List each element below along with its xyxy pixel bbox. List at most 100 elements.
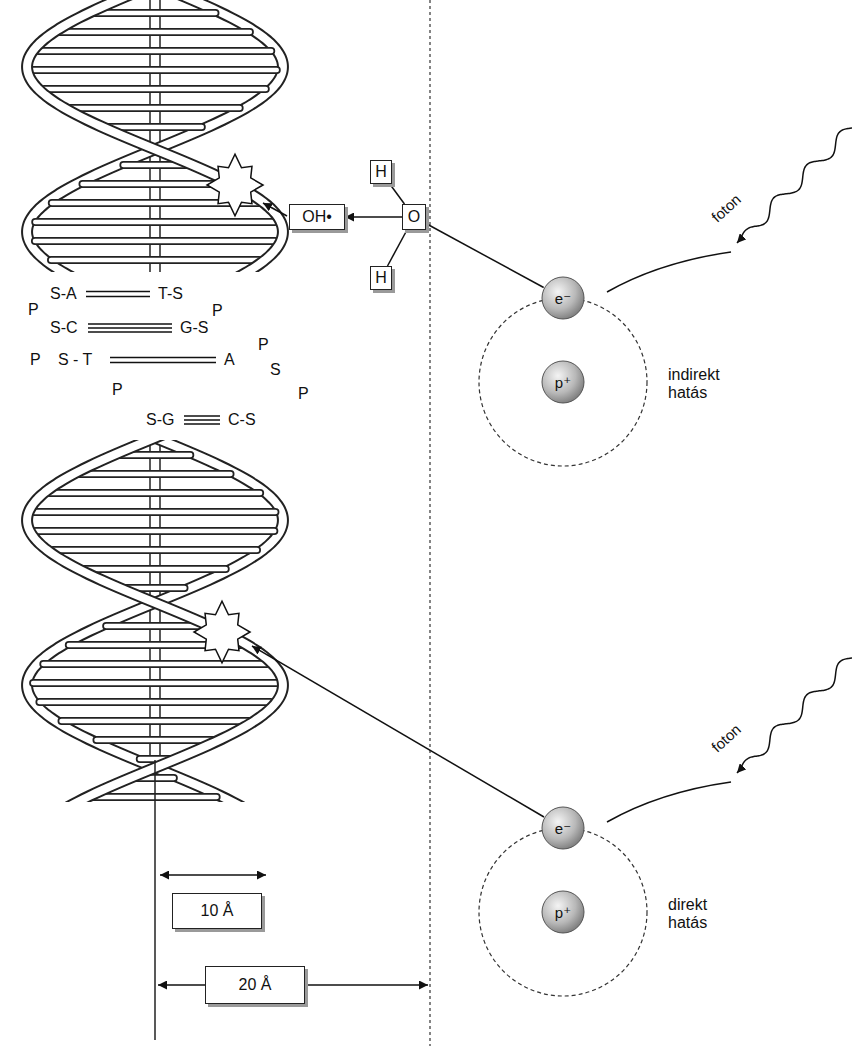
base-rung: [43, 662, 266, 667]
proton-circle: p⁺: [541, 360, 585, 404]
photon-wave: [737, 658, 852, 773]
photon-wave: [737, 128, 852, 243]
node-text: 20 Å: [239, 977, 272, 993]
base-label: T-S: [158, 286, 183, 302]
helix-strand: [27, 440, 283, 802]
base-label: S-C: [50, 320, 78, 336]
base-rung: [70, 106, 239, 111]
particle-ball: [542, 277, 584, 319]
bond-line: [86, 296, 150, 298]
helix-strand: [27, 0, 283, 272]
base-rung: [33, 68, 277, 73]
axis-line: [159, 0, 161, 272]
base-rung: [35, 508, 276, 516]
direct-hit-arrow: [252, 646, 544, 817]
node-text: O: [408, 209, 420, 225]
bond-line: [184, 419, 220, 420]
helix-strand: [27, 440, 283, 802]
base-rung: [35, 218, 275, 226]
node-text: e⁻: [555, 291, 571, 306]
base-rung: [84, 565, 225, 573]
particle-ball: [542, 361, 584, 403]
base-rung: [83, 182, 228, 187]
bond-line: [110, 357, 216, 359]
base-rung: [70, 104, 239, 112]
helix-strand: [27, 0, 283, 272]
base-rung: [35, 510, 276, 515]
dna-damage: [194, 154, 263, 663]
photon-label: foton: [709, 721, 744, 754]
node-text: OH•: [302, 209, 332, 225]
base-rung: [80, 472, 231, 477]
bond-line: [86, 291, 150, 293]
divider-line: [429, 0, 430, 1046]
base-rung: [39, 47, 271, 55]
sugar-label: S: [270, 362, 281, 378]
base-rung: [51, 256, 259, 264]
particle-ball: [542, 891, 584, 933]
base-label: G-S: [180, 320, 208, 336]
base-rung: [35, 239, 275, 244]
damage-mark: [194, 601, 250, 663]
base-rung: [36, 529, 275, 534]
base-rung: [39, 698, 270, 706]
hydrogen-box: H: [370, 266, 392, 290]
phosphate-label: P: [298, 386, 309, 402]
electron-circle: e⁻: [541, 276, 585, 320]
base-rung: [62, 719, 249, 724]
node-text: 10 Å: [201, 903, 234, 919]
base-rung: [44, 85, 266, 93]
base-rung: [44, 87, 266, 92]
orbit-circle: [479, 298, 647, 466]
node-text: H: [375, 164, 387, 180]
base-label: S - T: [58, 352, 92, 368]
photon-path: [607, 782, 731, 822]
effect-label: indirekt hatás: [668, 366, 748, 403]
photon-path: [607, 252, 731, 292]
bond-line: [88, 331, 172, 333]
base-rung: [36, 527, 275, 535]
bond-line: [88, 323, 172, 325]
base-rung: [53, 548, 257, 553]
photon-waves: [607, 128, 852, 822]
orbit-circle: [479, 828, 647, 996]
base-rung: [39, 49, 271, 54]
base-rung: [39, 700, 270, 705]
phosphate-label: P: [112, 382, 123, 398]
phosphate-label: P: [30, 352, 41, 368]
proton-circle: p⁺: [541, 890, 585, 934]
particle-ball: [542, 807, 584, 849]
helix-strand: [27, 0, 283, 272]
dimension-box: 20 Å: [205, 966, 305, 1004]
base-rung: [106, 624, 204, 629]
base-rung: [83, 180, 228, 188]
node-text: p⁺: [555, 905, 571, 920]
base-rung: [33, 66, 277, 74]
radical-arrow: [263, 203, 287, 216]
base-label: S-A: [50, 286, 77, 302]
hydrogen-box: H: [370, 160, 392, 184]
dimension-arrow: [160, 874, 266, 876]
phosphate-label: P: [258, 337, 269, 353]
base-rung: [53, 546, 257, 554]
base-label: S-G: [146, 412, 174, 428]
photon-label: foton: [709, 191, 744, 224]
base-rung: [60, 30, 250, 35]
base-rung: [35, 220, 275, 225]
phosphate-label: P: [28, 302, 39, 318]
helix-strand: [27, 440, 283, 802]
base-rung: [33, 679, 277, 687]
base-rung: [95, 11, 216, 16]
base-rung: [35, 237, 275, 245]
electron-circle: e⁻: [541, 806, 585, 850]
node-text: H: [375, 270, 387, 286]
connector-line: [345, 216, 402, 218]
base-rung: [96, 738, 213, 743]
base-rung: [80, 470, 231, 478]
connector-line: [390, 184, 405, 204]
base-label: C-S: [228, 412, 256, 428]
base-rung: [50, 491, 260, 496]
